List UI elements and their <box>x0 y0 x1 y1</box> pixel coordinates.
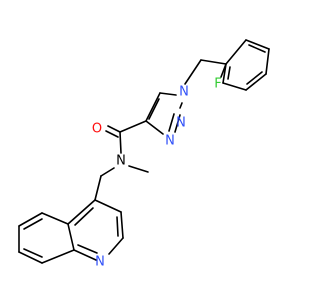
fluorine-atom-label: F <box>214 77 221 92</box>
triazole-ring <box>145 92 183 135</box>
n-methyl-bond <box>128 165 149 173</box>
ch2-to-quinoline-bond <box>94 175 102 201</box>
quinoline-ring-system <box>18 199 124 264</box>
triazole-n1-label: N <box>179 85 189 100</box>
carbonyl-double-bond-2 <box>105 130 119 138</box>
fluorophenyl-ring <box>222 39 270 91</box>
triazole-n3-label: N <box>165 134 175 149</box>
carbonyl-to-n-bond <box>119 131 122 154</box>
ch2-to-n1-bond <box>184 59 202 85</box>
amide-nitrogen-label: N <box>116 154 126 169</box>
carbonyl-oxygen-label: O <box>92 122 102 137</box>
molecule-canvas: F N N N O N N <box>18 39 270 270</box>
triazole-to-carbonyl-bond <box>119 120 147 133</box>
triazole-n2-label: N <box>176 116 186 131</box>
n-ch2-bond <box>100 167 115 177</box>
quinoline-cn-double-bond <box>77 244 98 254</box>
benzyl-ch2-bond <box>200 59 227 65</box>
ring-to-fluorine-bond <box>220 63 227 78</box>
molecule-structure: F N N N O N N <box>18 39 270 270</box>
carbonyl-double-bond <box>107 125 121 133</box>
quinoline-nitrogen-label: N <box>95 255 105 270</box>
